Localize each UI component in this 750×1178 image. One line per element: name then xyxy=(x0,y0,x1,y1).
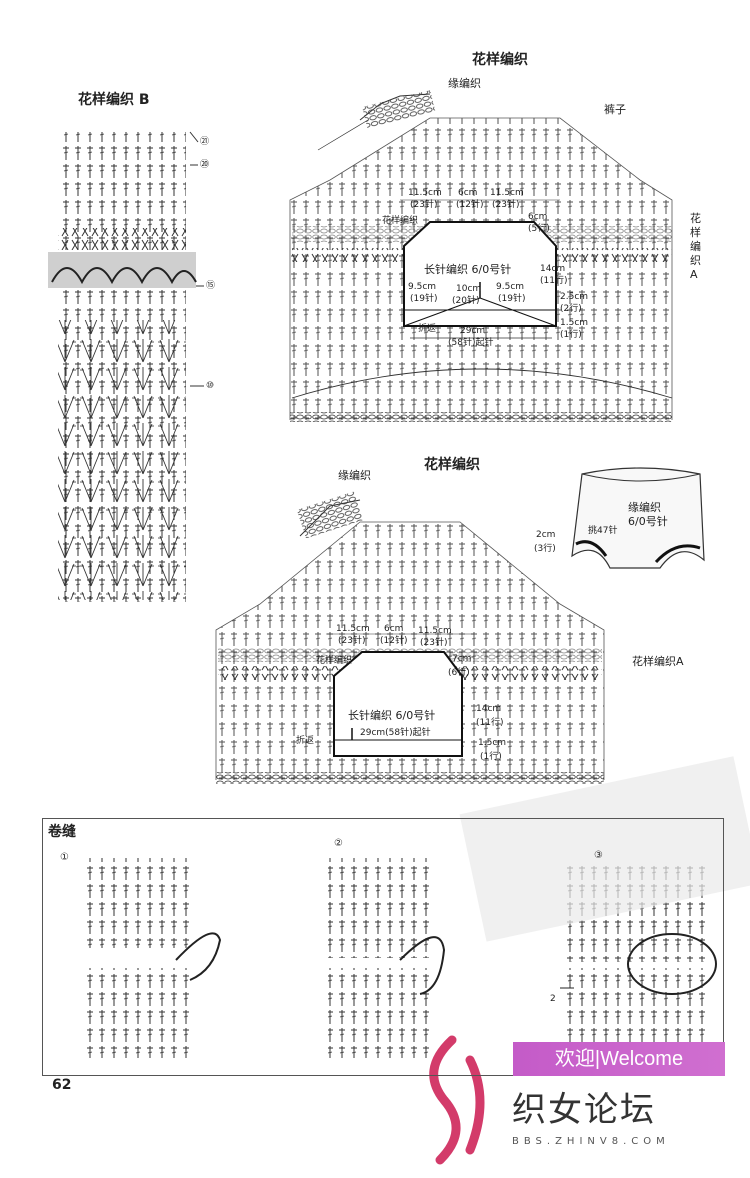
top-dim-w-left: 11.5cm xyxy=(408,188,442,198)
top-body-text: 长针编织 6/0号针 xyxy=(424,263,512,276)
row-mark-15: ⑮ xyxy=(206,281,216,291)
pants-title: 裤子 xyxy=(604,103,626,116)
top-dim-w-right-st: (23针) xyxy=(492,200,520,210)
mid-dim-h-top: 7cm xyxy=(452,654,472,664)
top-dim-h-b: 1.5cm xyxy=(560,318,589,328)
pants-h-r-label: (3行) xyxy=(534,544,556,554)
mid-dim-w-right-st: (23针) xyxy=(420,638,448,648)
page-number: 62 xyxy=(52,1077,72,1093)
seam-step-2: ② xyxy=(334,838,343,849)
mid-dim-w-left-st: (23针) xyxy=(338,636,366,646)
site-url[interactable]: BBS.ZHINV8.COM xyxy=(512,1136,670,1147)
top-dim-h-top: 6cm xyxy=(528,212,548,222)
watermark-scroll xyxy=(459,756,750,942)
top-dim-w-mid-st: (12针) xyxy=(456,200,484,210)
top-side-label: 花样编织A xyxy=(690,212,701,281)
mid-dim-w-mid-st: (12针) xyxy=(380,636,408,646)
top-dim-h-a: 2.5cm xyxy=(560,292,589,302)
pants-edge-label: 缘编织 xyxy=(628,501,661,514)
mid-dim-w-left: 11.5cm xyxy=(336,624,370,634)
pattern-b-chart xyxy=(48,131,204,602)
top-dim-side-right: 9.5cm xyxy=(496,282,525,292)
top-fold-label: 折返 xyxy=(418,324,437,334)
top-dim-h-a-r: (2行) xyxy=(560,304,582,314)
top-dim-w-right: 11.5cm xyxy=(490,188,524,198)
mid-pattern-label: 花样编织 xyxy=(316,656,353,666)
pattern-b-title: 花样编织 B xyxy=(78,92,150,108)
top-dim-side-right-st: (19针) xyxy=(498,294,526,304)
mid-dim-h-b: 1.5cm xyxy=(478,738,507,748)
top-dim-base-st: (58针)起针 xyxy=(448,338,494,348)
row-mark-10: ⑩ xyxy=(206,381,215,391)
middle-body-chart xyxy=(215,491,605,784)
top-dim-h-body-r: (11行) xyxy=(540,276,568,286)
mid-dim-h-body: 14cm xyxy=(476,704,502,714)
top-dim-base: 29cm xyxy=(460,326,486,336)
mid-edge-label: 缘编织 xyxy=(338,469,371,482)
top-body-chart xyxy=(289,90,673,422)
mid-dim-h-b-r: (1行) xyxy=(480,752,502,762)
top-dim-w-mid: 6cm xyxy=(458,188,478,198)
mid-dim-w-right: 11.5cm xyxy=(418,626,452,636)
top-pattern-label: 花样编织 xyxy=(382,216,419,226)
seam-step-1: ① xyxy=(60,852,69,863)
top-main-title: 花样编织 xyxy=(472,52,528,68)
mid-dim-base: 29cm(58针)起针 xyxy=(360,728,431,738)
top-dim-h-b-r: (1行) xyxy=(560,330,582,340)
mid-main-title: 花样编织 xyxy=(424,457,480,473)
pants-sketch xyxy=(571,467,705,569)
pants-pick-label: 挑47针 xyxy=(588,526,618,536)
mid-dim-h-top-r: (6行) xyxy=(448,668,470,678)
mid-side-label: 花样编织A xyxy=(632,655,684,668)
row-mark-20: ⑳ xyxy=(200,160,210,170)
mid-fold-label: 折返 xyxy=(296,736,315,746)
pants-needle-label: 6/0号针 xyxy=(628,515,668,528)
pants-h-label: 2cm xyxy=(536,530,556,540)
seam-arrow-label: 2 xyxy=(550,994,556,1004)
mid-dim-w-mid: 6cm xyxy=(384,624,404,634)
top-edge-label: 缘编织 xyxy=(448,77,481,90)
seam-step-3: ③ xyxy=(594,850,603,861)
top-dim-side-left: 9.5cm xyxy=(408,282,437,292)
mid-dim-h-body-r: (11行) xyxy=(476,718,504,728)
logo-mark xyxy=(429,1035,485,1165)
welcome-banner[interactable]: 欢迎|Welcome xyxy=(513,1042,725,1076)
row-mark-21: ㉑ xyxy=(200,137,210,147)
top-dim-h-body: 14cm xyxy=(540,264,566,274)
seam-panel xyxy=(42,818,724,1076)
seam-title: 卷缝 xyxy=(48,824,76,840)
top-dim-side-left-st: (19针) xyxy=(410,294,438,304)
top-dim-h-top-r: (5行) xyxy=(528,224,550,234)
top-dim-center-st: (20针) xyxy=(452,296,480,306)
top-dim-center: 10cm xyxy=(456,284,482,294)
mid-body-text: 长针编织 6/0号针 xyxy=(348,709,436,722)
top-dim-w-left-st: (23针) xyxy=(410,200,438,210)
brand-name: 织女论坛 xyxy=(512,1090,656,1130)
